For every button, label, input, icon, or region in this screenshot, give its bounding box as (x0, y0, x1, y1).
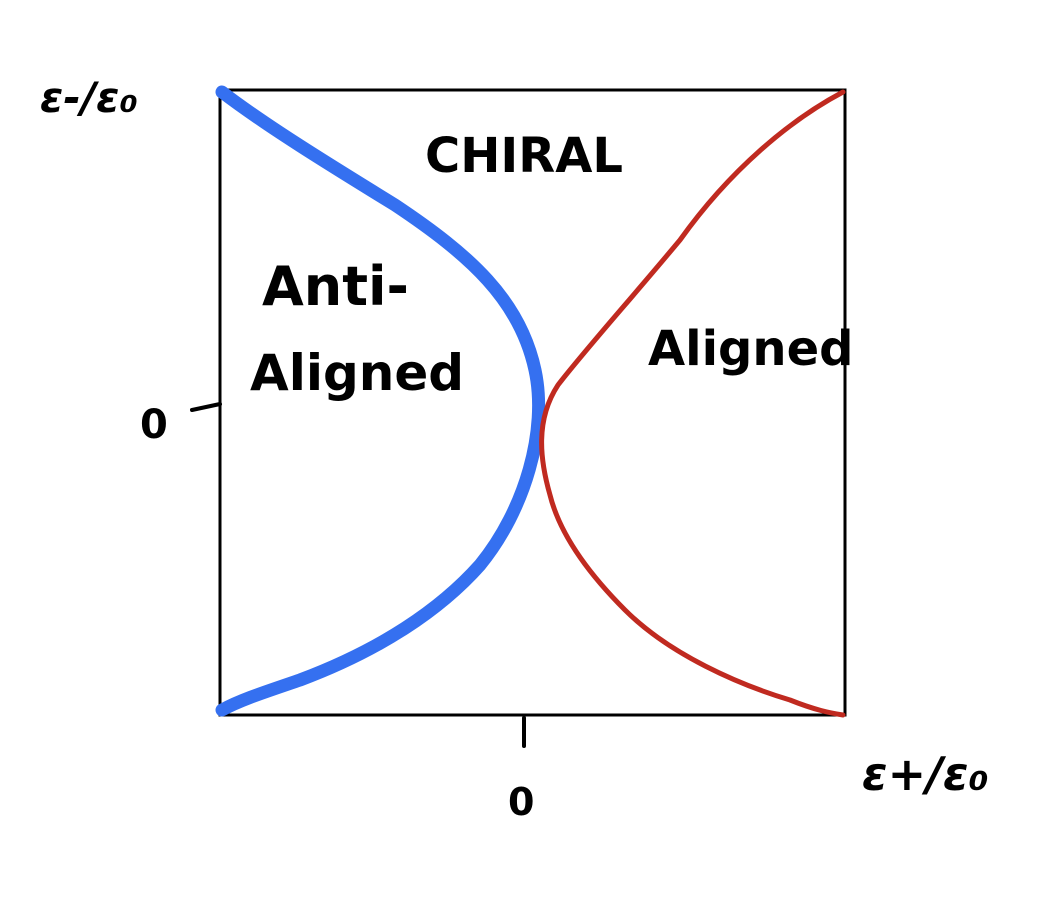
anti-aligned-label-line1: Anti- (262, 255, 409, 318)
y-zero-label: 0 (140, 402, 168, 448)
aligned-region-label: Aligned (648, 321, 854, 377)
anti-aligned-boundary-curve (215, 85, 546, 717)
aligned-boundary-curve (539, 89, 846, 718)
y-zero-tick (190, 402, 222, 412)
chiral-region-label: CHIRAL (425, 128, 623, 184)
x-zero-label: 0 (508, 780, 534, 824)
x-axis-label: ε+/ε₀ (862, 747, 989, 801)
anti-aligned-label-line2: Aligned (250, 344, 464, 402)
y-axis-label: ε-/ε₀ (40, 73, 138, 122)
